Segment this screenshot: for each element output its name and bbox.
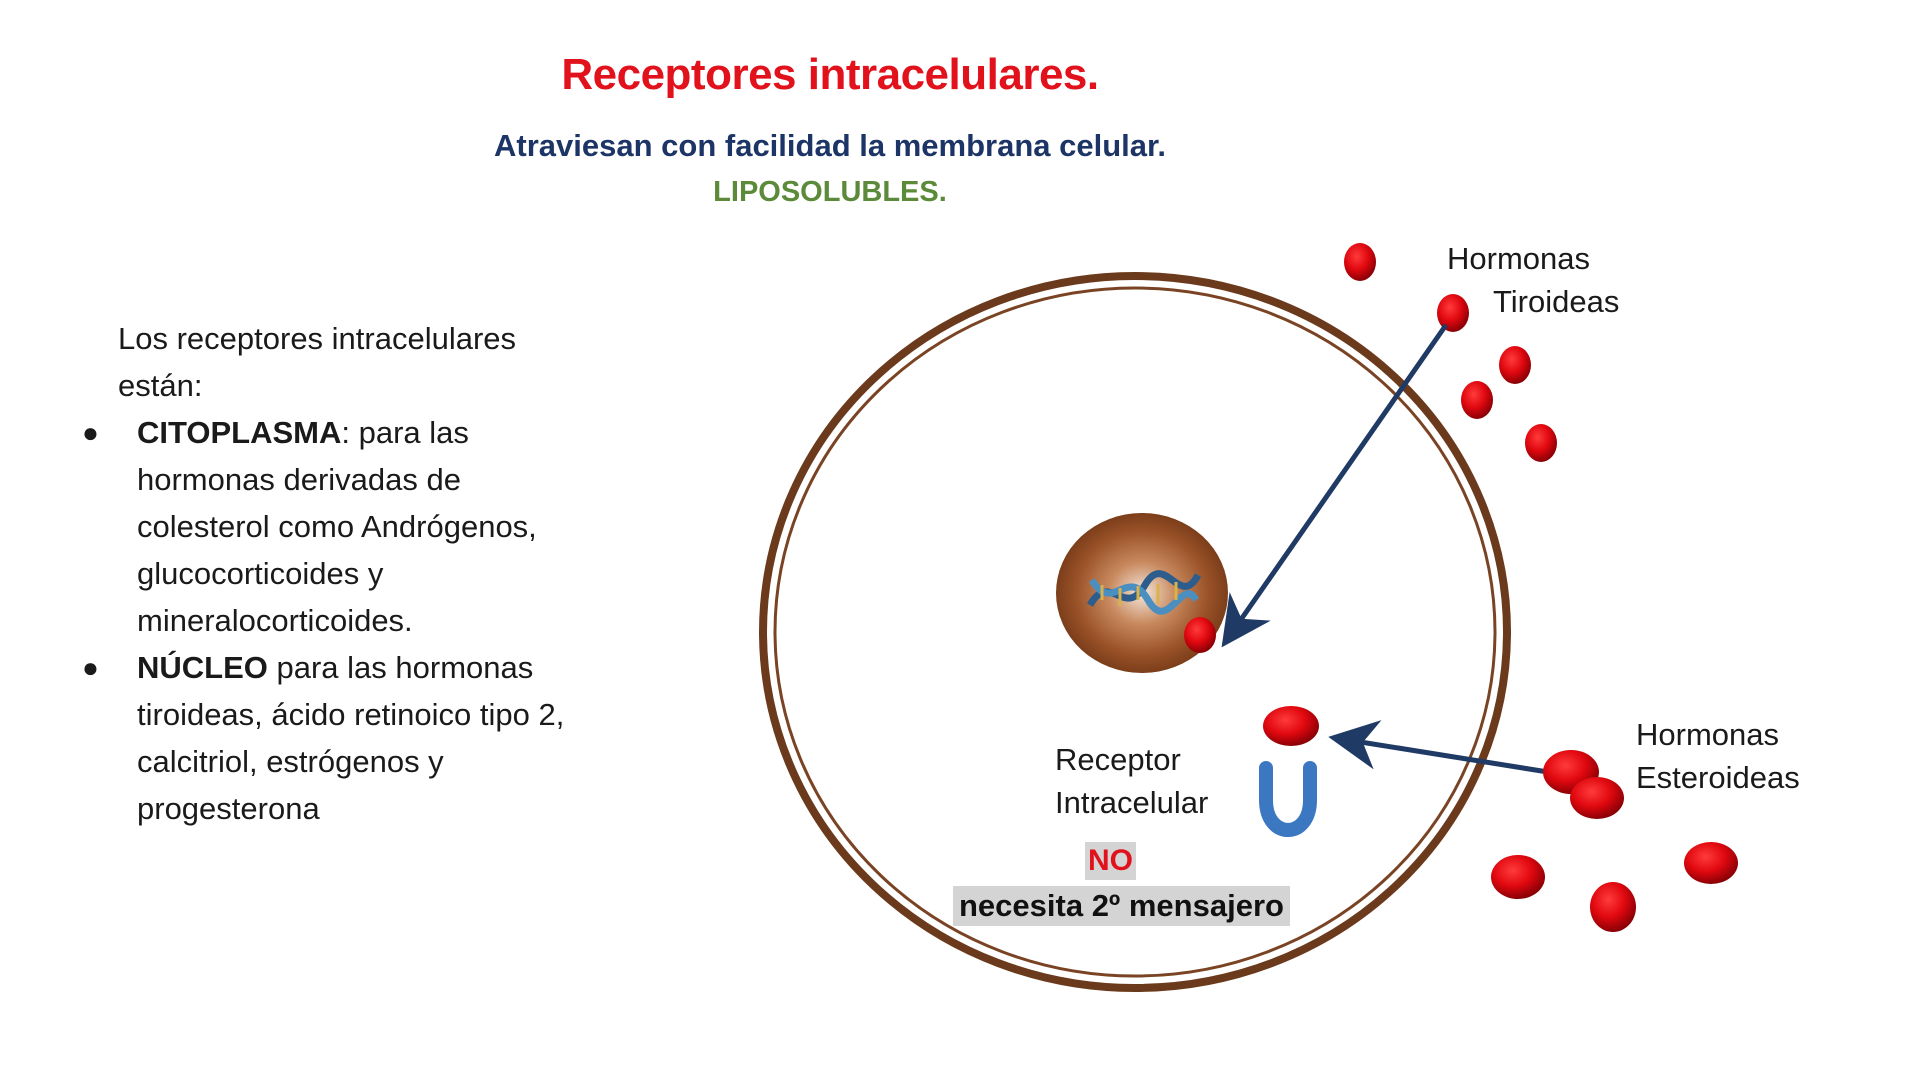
cell-membrane-inner [773,286,1497,978]
page-subtitle: Atraviesan con facilidad la membrana cel… [494,128,1166,163]
list-item-citoplasma: ● CITOPLASMA: para las hormonas derivadas… [82,409,602,644]
list-item-text: para las hormonas tiroideas, ácido retin… [137,650,565,826]
thyroid-hormone [1525,424,1557,462]
thyroid-label-2: Tiroideas [1493,284,1620,319]
receptor-location-text: Los receptores intracelulares están: ● CI… [82,315,602,832]
thyroid-hormone [1437,294,1469,332]
cytoplasmic-hormone [1263,706,1319,746]
intro-text: Los receptores intracelulares están: [118,321,517,403]
nuclear-bound-hormone [1184,617,1216,653]
second-messenger-label: necesita 2º mensajero [953,886,1290,926]
steroid-hormone [1570,777,1624,819]
list-item-bold: NÚCLEO [137,650,268,685]
thyroid-hormone [1344,243,1376,281]
steroid-label-1: Hormonas [1636,717,1779,752]
receptor-label-1: Receptor [1055,742,1181,777]
bullet-icon: ● [82,417,99,448]
steroid-pathway-arrow [1328,720,1549,775]
steroid-label-2: Esteroideas [1636,760,1800,795]
steroid-hormone [1590,882,1636,932]
location-list: ● CITOPLASMA: para las hormonas derivadas… [82,409,602,832]
intracellular-receptor-icon [1259,761,1317,837]
steroid-hormone [1684,842,1738,884]
cell-membrane-outer [759,272,1511,992]
thyroid-hormone [1461,381,1493,419]
receptor-label-2: Intracelular [1055,785,1209,820]
dna-icon [1086,570,1202,615]
thyroid-label-1: Hormonas [1447,241,1590,276]
list-item-bold: CITOPLASMA [137,415,342,450]
bullet-icon: ● [82,652,99,683]
steroid-hormone [1491,855,1545,899]
liposolubles-label: LIPOSOLUBLES. [713,176,947,208]
list-item-nucleo: ● NÚCLEO para las hormonas tiroideas, áci… [82,644,602,832]
page-title: Receptores intracelulares. [561,50,1099,99]
thyroid-pathway-arrow [1221,323,1449,648]
thyroid-hormone [1499,346,1531,384]
no-label: NO [1085,842,1136,880]
list-item-text: : para las hormonas derivadas de coleste… [137,415,537,638]
